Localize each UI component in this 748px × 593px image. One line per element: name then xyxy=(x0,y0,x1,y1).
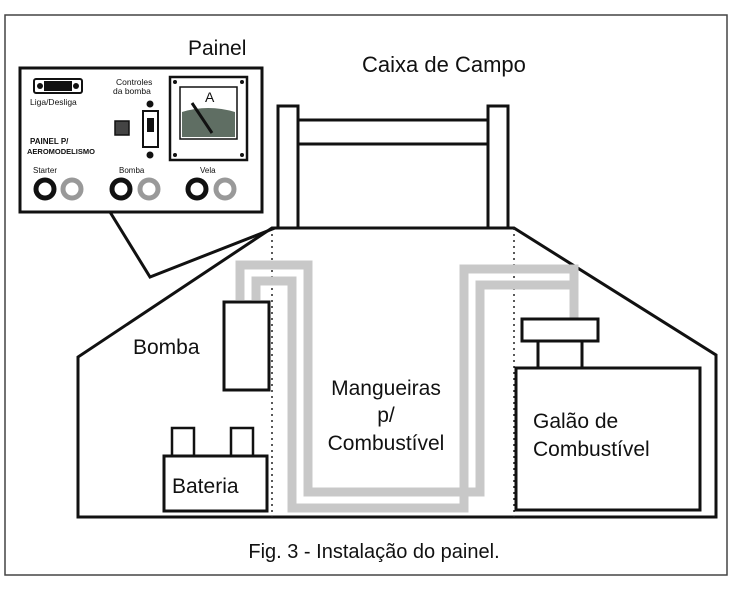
painel-title: Painel xyxy=(188,37,246,60)
fuel-can-neck xyxy=(536,339,584,370)
ammeter-needle xyxy=(190,102,214,134)
starter-jack-gray xyxy=(60,177,84,201)
galao-label-1: Galão de xyxy=(533,410,618,433)
bomba-label: Bomba xyxy=(133,336,200,359)
ammeter-screw-bl xyxy=(173,153,177,157)
ammeter-scale-arc xyxy=(182,108,235,137)
fuel-can-body xyxy=(514,366,702,512)
handle-bar xyxy=(296,118,490,146)
control-panel: Liga/Desliga Controles da bomba PAINEL P… xyxy=(18,66,276,279)
pump xyxy=(222,300,271,392)
battery-terminal-left xyxy=(170,426,196,460)
pump-toggle-lever xyxy=(147,118,154,132)
panel-pointer xyxy=(108,211,276,279)
panel-title-1: PAINEL P/ xyxy=(30,137,69,146)
switch-screw-left xyxy=(37,83,43,89)
starter-label: Starter xyxy=(33,166,57,175)
ammeter-screw-tl xyxy=(173,80,177,84)
pump-control-button xyxy=(114,120,130,136)
galao-label-2: Combustível xyxy=(533,438,650,461)
ammeter-unit-label: A xyxy=(205,89,215,105)
hose-outer xyxy=(235,260,579,497)
panel-title-2: AEROMODELISMO xyxy=(27,147,95,156)
pump-jack-black xyxy=(109,177,133,201)
hose-inner xyxy=(251,264,579,513)
battery-terminal-right xyxy=(229,426,255,460)
starter-jack-black xyxy=(33,177,57,201)
fuel-can-cap xyxy=(520,317,600,343)
mangueiras-label-2: p/ xyxy=(377,404,395,427)
pump-toggle-bottom xyxy=(146,151,154,159)
bateria-label: Bateria xyxy=(172,475,239,498)
pump-jack-gray xyxy=(137,177,161,201)
pump-jack-label: Bomba xyxy=(119,166,145,175)
handle-post-right xyxy=(486,104,510,230)
fuel-can xyxy=(514,317,702,512)
glow-jack-gray xyxy=(213,177,237,201)
mangueiras-label-3: Combustível xyxy=(328,432,445,455)
figure-caption: Fig. 3 - Instalação do painel. xyxy=(248,541,499,563)
fuel-hoses xyxy=(235,260,579,513)
glow-jack-label: Vela xyxy=(200,166,216,175)
caixa-de-campo-title: Caixa de Campo xyxy=(362,52,526,77)
pump-toggle-top xyxy=(146,100,154,108)
controles-label-1: Controles xyxy=(116,77,152,87)
on-off-switch-knob xyxy=(44,81,72,91)
battery xyxy=(162,426,269,513)
liga-desliga-label: Liga/Desliga xyxy=(30,97,77,107)
ammeter-screw-br xyxy=(240,153,244,157)
mangueiras-label-1: Mangueiras xyxy=(331,377,441,400)
ammeter-screw-tr xyxy=(240,80,244,84)
controles-label-2: da bomba xyxy=(113,86,151,96)
figure-border xyxy=(4,14,728,576)
switch-screw-right xyxy=(73,83,79,89)
handle-post-left xyxy=(276,104,300,230)
battery-body xyxy=(162,454,269,513)
glow-jack-black xyxy=(185,177,209,201)
